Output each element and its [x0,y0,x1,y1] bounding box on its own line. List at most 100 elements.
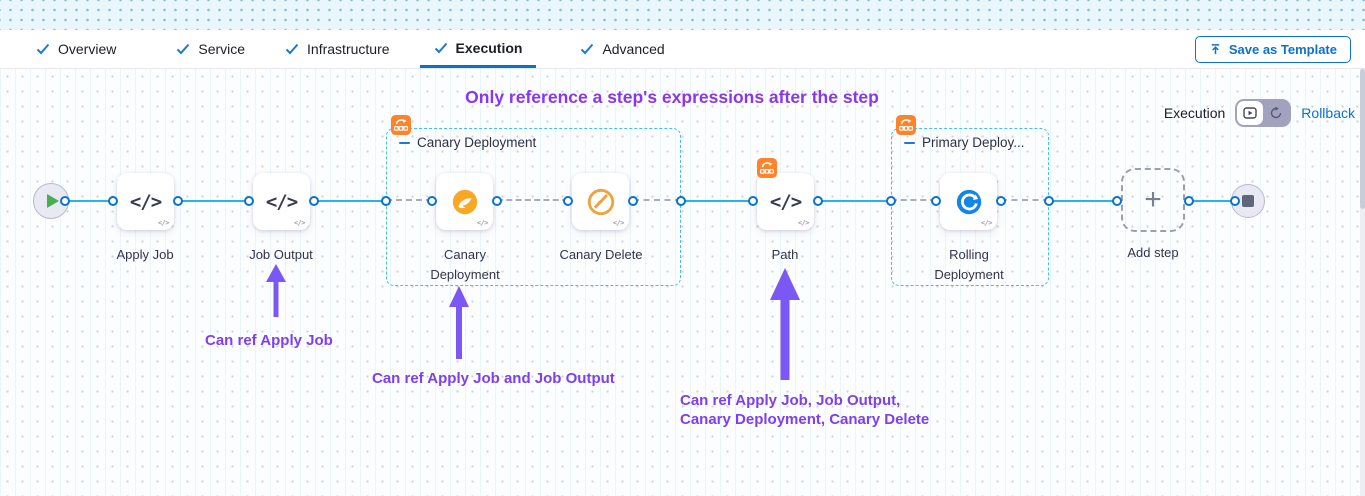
connector-port[interactable] [309,196,319,206]
add-step-label: Add step [1127,245,1179,260]
view-switch: Execution Rollback [1164,99,1355,127]
connector-port[interactable] [931,196,941,206]
step-path[interactable]: </> </> [757,173,814,230]
annotation-title: Only reference a step's expressions afte… [465,87,879,107]
step-label: Path [771,247,799,262]
connector-port[interactable] [427,196,437,206]
tab-label: Service [198,41,246,57]
tab-label: Execution [455,39,523,56]
connector-port[interactable] [886,196,896,206]
stage-tabs: Overview Service Infrastructure Executio… [0,30,1365,69]
annotation-arrow [266,264,286,317]
connector-port[interactable] [173,196,183,206]
connector-port[interactable] [60,196,70,206]
connector-port[interactable] [1184,196,1194,206]
canvas-top-strip [0,0,1365,30]
scrollbar-thumb[interactable] [1360,69,1365,209]
connector-line [314,200,386,202]
code-icon: </> [769,190,802,213]
tab-advanced[interactable]: Advanced [580,30,665,68]
pipeline-canvas[interactable]: Only reference a step's expressions afte… [0,69,1365,496]
step-label: Job Output [249,247,313,262]
connector-port[interactable] [1044,196,1054,206]
save-as-template-button[interactable]: Save as Template [1194,35,1351,63]
tab-service[interactable]: Service [176,30,245,68]
annotation-ref-path: Can ref Apply Job, Job Output, Canary De… [680,392,930,428]
check-icon [177,43,190,55]
connector-port[interactable] [813,196,823,206]
annotation-arrow [770,268,800,380]
collapse-icon[interactable] [399,141,410,144]
connector-port[interactable] [492,196,502,206]
step-canary-delete[interactable]: </> [572,173,629,230]
connector-line [1189,200,1235,202]
tab-execution[interactable]: Execution [419,30,537,68]
scrollbar[interactable] [1360,69,1365,496]
tab-overview[interactable]: Overview [36,30,116,68]
step-job-output[interactable]: </> </> [253,173,310,230]
step-label: Canary Delete [559,247,643,262]
upload-icon [1211,43,1220,54]
step-canary-deployment[interactable]: </> [436,173,493,230]
execution-view-button[interactable] [1237,101,1264,125]
code-icon: </> [293,219,306,227]
connector-port[interactable] [748,196,758,206]
step-group-primary-deployment[interactable]: Primary Deploy... [891,128,1049,286]
rolling-deployment-icon [956,189,981,214]
add-step-button[interactable]: + [1121,168,1185,232]
connector-line-dashed [891,199,936,201]
execution-rollback-toggle[interactable] [1235,99,1292,127]
connector-line [65,200,113,202]
code-icon: </> [980,219,993,227]
connector-line-dashed [386,199,432,201]
connector-port[interactable] [996,196,1006,206]
code-icon: </> [157,219,170,227]
tab-label: Overview [58,41,117,57]
annotation-ref-job-output: Can ref Apply Job [205,332,333,349]
connector-port[interactable] [676,196,686,206]
connector-line-dashed [633,199,681,201]
connector-port[interactable] [244,196,254,206]
step-label: Apply Job [116,247,174,262]
tab-label: Infrastructure [307,41,390,57]
group-header: Primary Deploy... [904,135,1025,150]
check-icon [434,42,447,53]
code-icon: </> [797,219,810,227]
play-icon [47,194,59,208]
tab-label: Advanced [602,41,665,57]
connector-port[interactable] [381,196,391,206]
canary-delete-icon [587,188,614,215]
code-icon: </> [612,219,625,227]
step-apply-job[interactable]: </> </> [117,173,174,230]
connector-port[interactable] [1230,196,1240,206]
step-group-canary-deployment[interactable]: Canary Deployment [386,128,681,286]
plus-icon: + [1144,183,1162,216]
check-icon [285,43,299,55]
connector-port[interactable] [628,196,638,206]
group-label: Primary Deploy... [922,135,1025,150]
rollback-view-button[interactable] [1263,101,1289,125]
annotation-ref-canary: Can ref Apply Job and Job Output [372,370,615,387]
code-icon: </> [129,190,162,213]
connector-line-dashed [1001,199,1049,201]
collapse-icon[interactable] [904,141,915,144]
code-icon: </> [265,190,298,213]
connector-port[interactable] [563,196,573,206]
step-rolling-deployment[interactable]: </> [940,173,997,230]
check-icon [36,43,50,55]
connector-port[interactable] [1112,196,1122,206]
connector-line [1049,200,1117,202]
rollback-view-icon [1271,106,1282,119]
connector-line-dashed [497,199,568,201]
execution-view-label: Execution [1163,105,1226,121]
canary-deployment-icon [452,189,477,214]
connector-line [681,200,753,202]
code-icon: </> [476,219,489,227]
step-group-icon [896,115,916,135]
tab-infrastructure[interactable]: Infrastructure [285,30,390,68]
group-label: Canary Deployment [417,135,537,150]
rollback-link[interactable]: Rollback [1301,105,1355,121]
execution-view-icon [1243,107,1257,119]
connector-port[interactable] [108,196,118,206]
